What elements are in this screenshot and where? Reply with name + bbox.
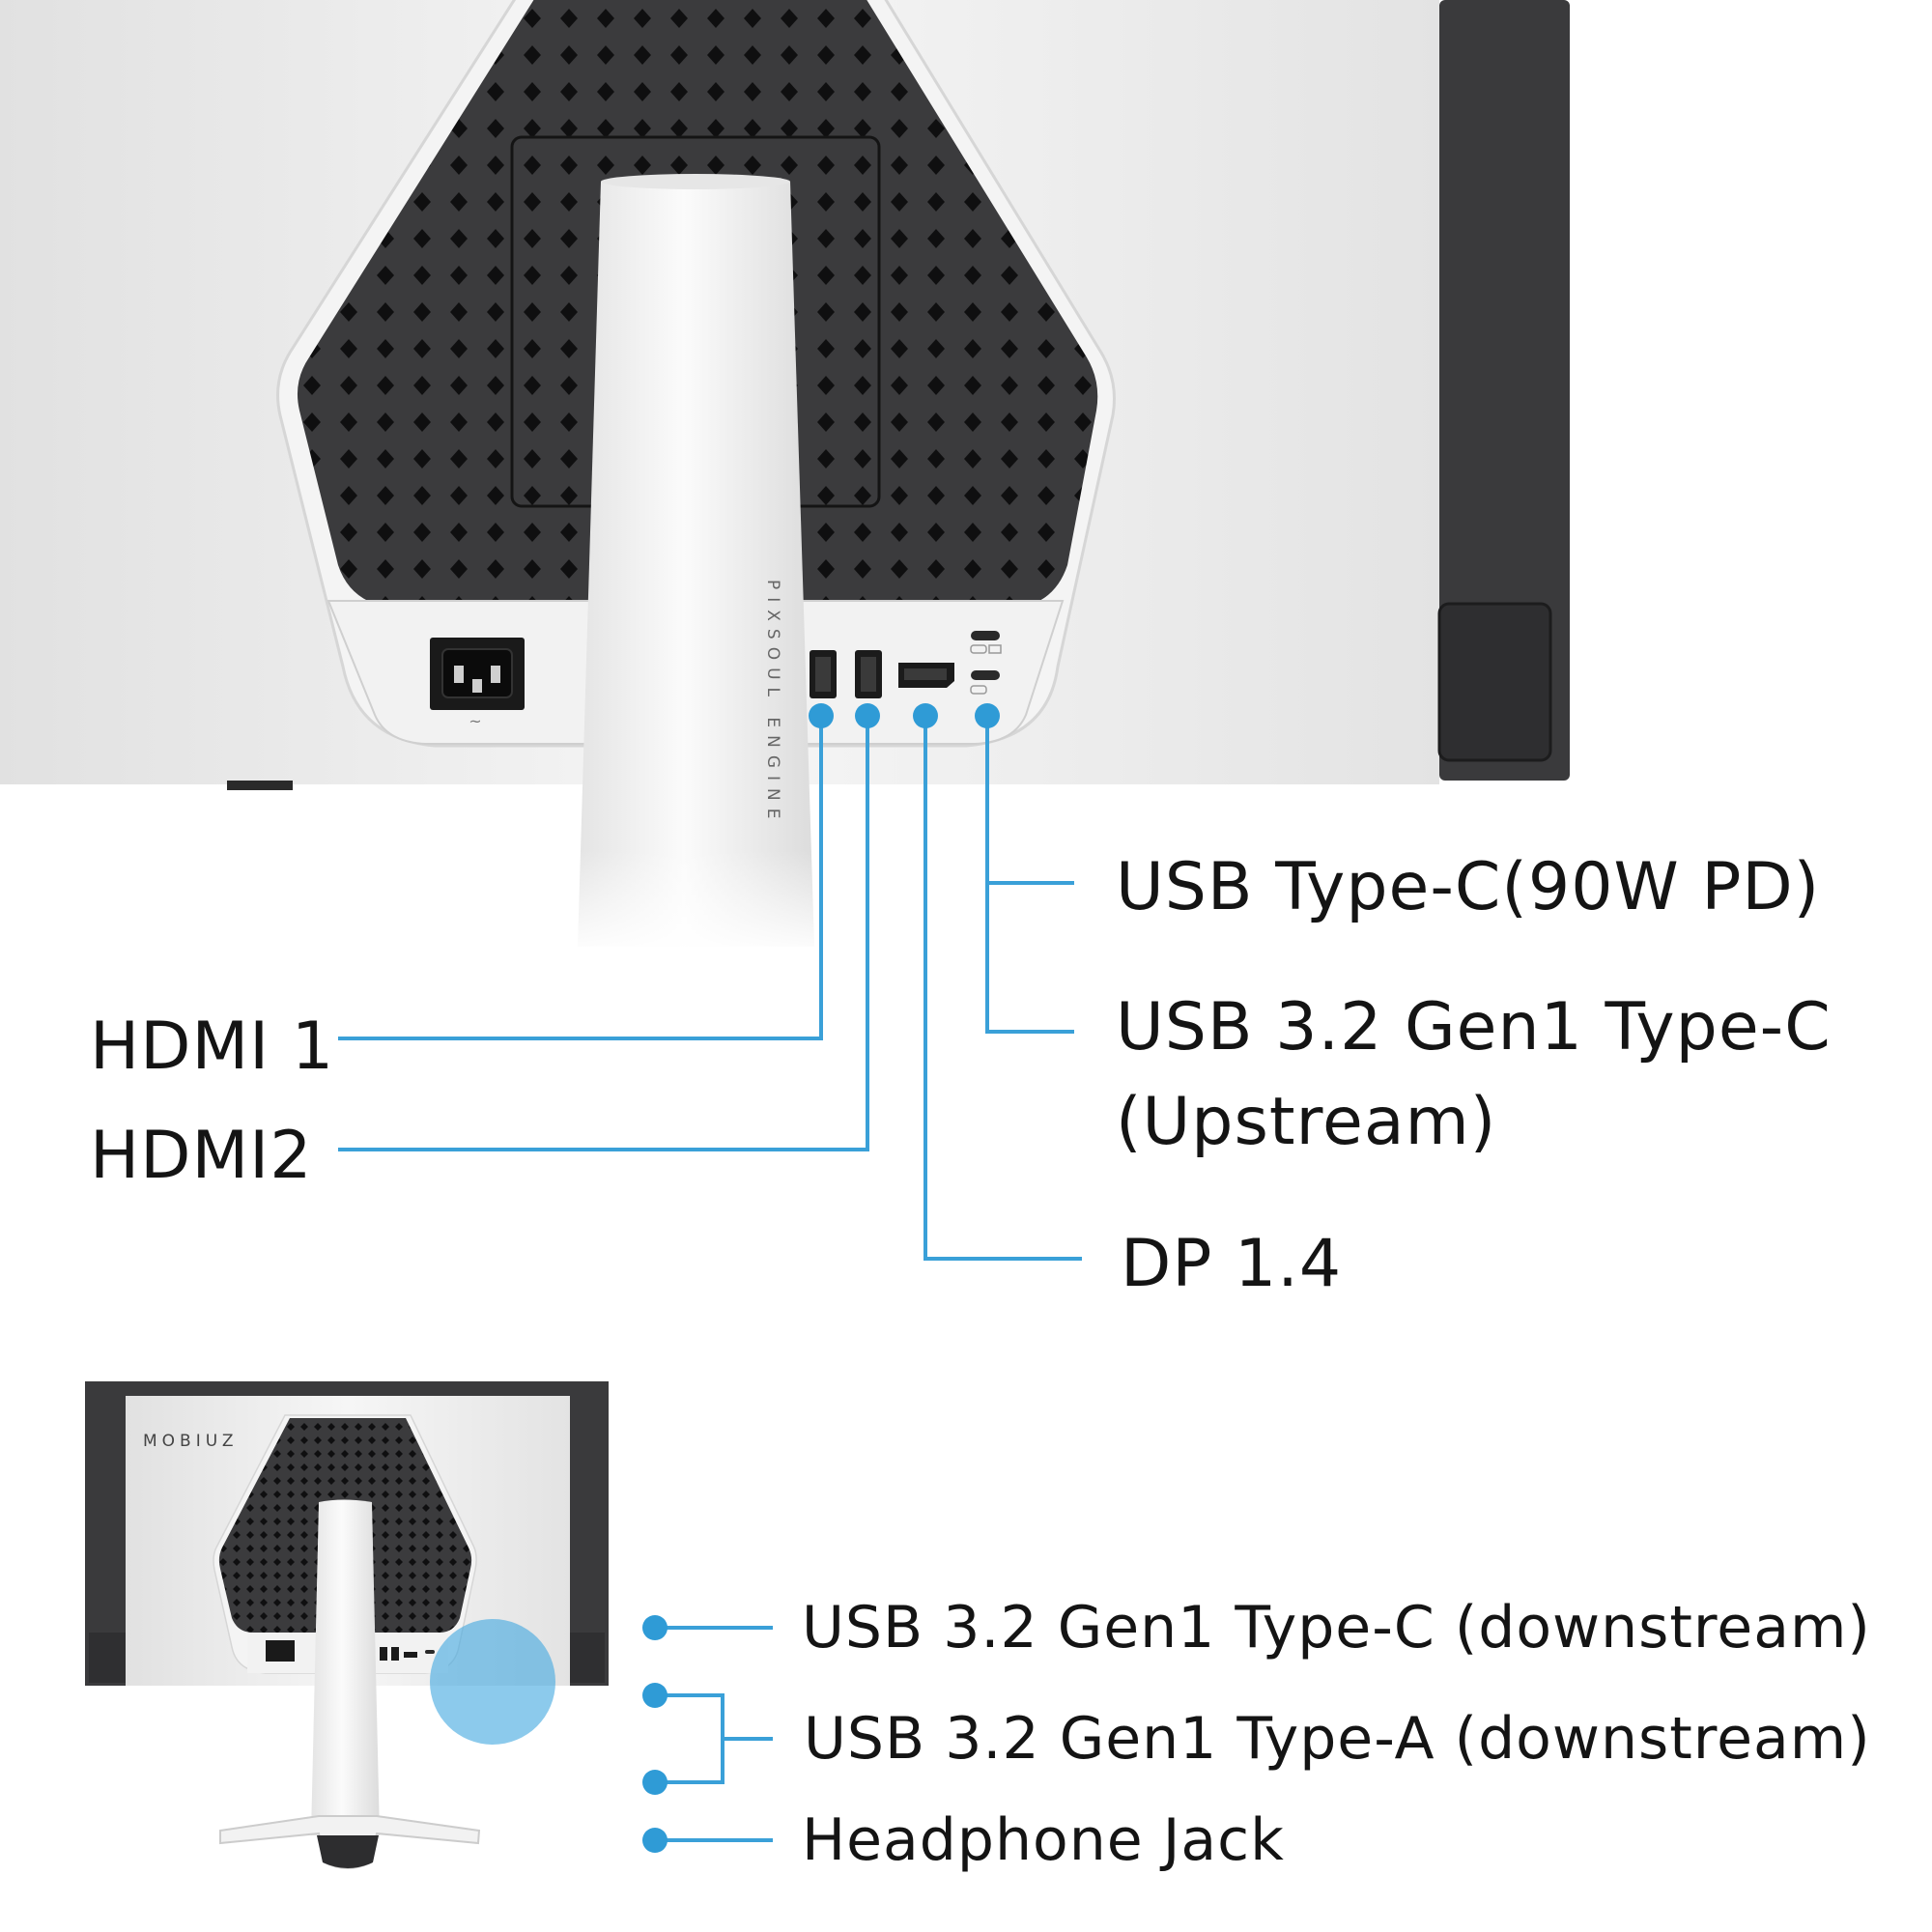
monitor-rear-closeup: ~ PIXSOUL ENGINE [0,0,1570,1261]
monitor-side-bezel [1439,0,1570,781]
ac-symbol: ~ [469,712,481,730]
power-socket-inner [441,648,513,698]
bottom-callout-lines [642,1615,773,1853]
usb-a-down-marker-1 [642,1683,668,1708]
usb-c-upstream-port[interactable] [971,631,1000,640]
stand-neck-top [601,174,790,189]
usb-c-down-marker [642,1615,668,1640]
usb-c-90w-port[interactable] [971,670,1000,680]
port-callout-lines [338,703,1082,1261]
usb-a-down-marker-2 [642,1770,668,1795]
highlight-circle [430,1619,555,1745]
mini-stand-neck [311,1499,380,1835]
panel-foot [227,781,293,790]
headphone-jack-label: Headphone Jack [802,1806,1285,1874]
hdmi1-label: HDMI 1 [90,1009,335,1085]
hdmi2-marker [855,703,880,728]
usb-c-marker [975,703,1000,728]
monitor-rear-overview: MOBIUZ [85,1381,609,1869]
mini-power-socket [266,1640,295,1662]
usb-c-downstream-label: USB 3.2 Gen1 Type-C (downstream) [802,1594,1871,1662]
mini-bezel-right-foot [570,1633,605,1683]
stand-neck-fade [560,850,831,956]
dp-label: DP 1.4 [1121,1226,1343,1302]
stand-brand-text: PIXSOUL ENGINE [763,580,782,827]
usb-c-upstream-label-line2: (Upstream) [1116,1084,1497,1160]
headphone-marker [642,1828,668,1853]
dp-marker [913,703,938,728]
hdmi2-label: HDMI2 [90,1118,313,1194]
bezel-foot-block [1437,602,1552,762]
usb-c-90w-label: USB Type-C(90W PD) [1116,849,1821,925]
brand-logo: MOBIUZ [143,1432,239,1451]
stand-neck [578,176,814,947]
usb-a-downstream-label: USB 3.2 Gen1 Type-A (downstream) [804,1705,1871,1773]
mini-bezel-left-foot [89,1633,126,1683]
hdmi1-marker [809,703,834,728]
usb-c-upstream-label-line1: USB 3.2 Gen1 Type-C [1116,989,1832,1065]
